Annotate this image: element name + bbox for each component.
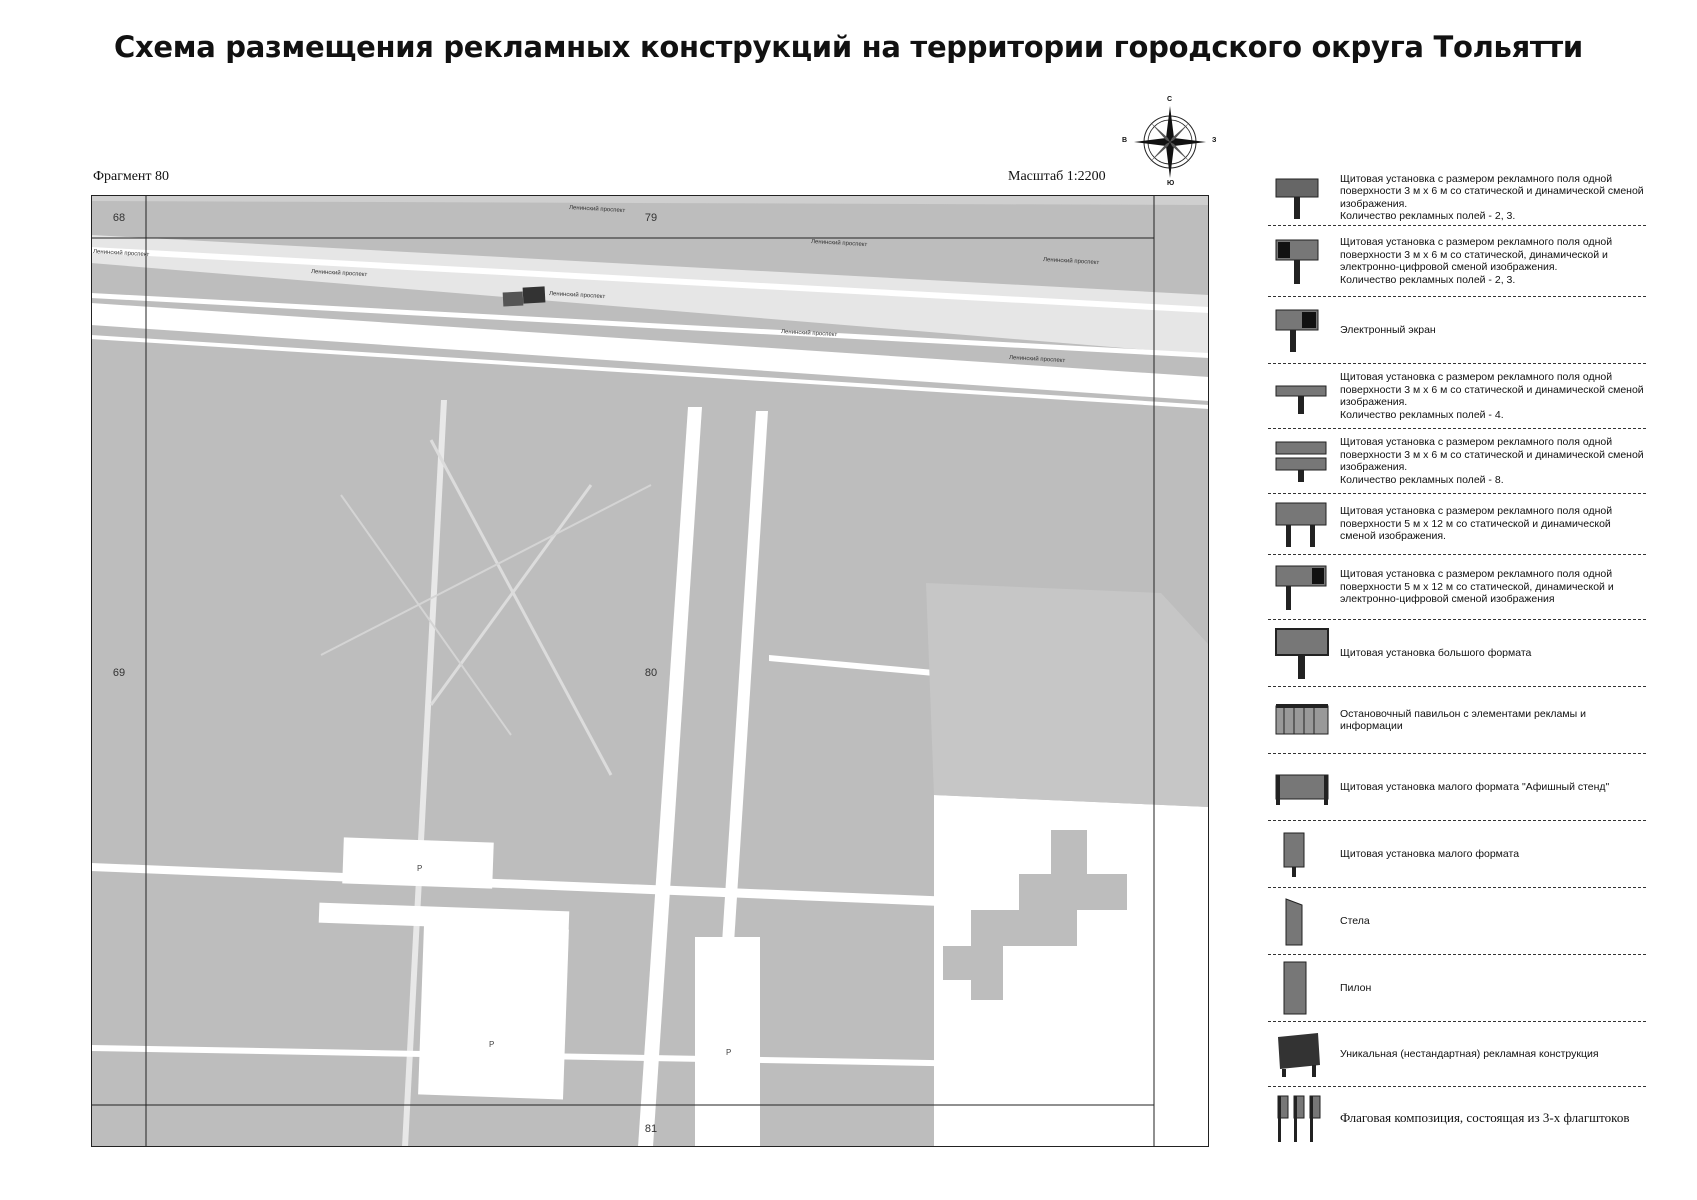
street-label: Ленинский проспект [93,248,150,258]
street-label: Ленинский проспект [781,328,838,338]
legend-text: Щитовая установка с размером рекламного … [1340,236,1613,286]
legend-text: Щитовая установка с размером рекламного … [1340,568,1614,606]
legend-item: Щитовая установка с размером рекламного … [1268,429,1646,494]
legend-text: Щитовая установка с размером рекламного … [1340,436,1644,486]
sheet-number-68: 68 [113,212,125,224]
street-label: Ленинский проспект [1043,256,1100,266]
legend-text: Щитовая установка с размером рекламного … [1340,371,1644,421]
legend-item: Щитовая установка с размером рекламного … [1268,226,1646,297]
legend-item: Щитовая установка малого формата [1268,821,1646,888]
billboard-3x6-static-dynamic-icon [1268,170,1330,225]
legend-item: Электронный экран [1268,297,1646,364]
legend-item: Щитовая установка малого формата "Афишны… [1268,754,1646,821]
legend-text: Щитовая установка малого формата "Афишны… [1340,780,1610,793]
stele-icon [1268,888,1330,954]
legend-item: Щитовая установка с размером рекламного … [1268,364,1646,429]
legend-text: Щитовая установка большого формата [1340,646,1532,659]
poster-stand-icon [1268,754,1330,820]
sheet-number-80: 80 [645,667,657,679]
fragment-label: Фрагмент 80 [93,169,170,184]
unique-structure-icon [1268,1022,1330,1086]
billboard-5x12-static-dynamic-icon [1268,494,1330,554]
legend-item: Щитовая установка с размером рекламного … [1268,555,1646,620]
street-label: Ленинский проспект [569,204,626,214]
compass-south-label: Ю [1167,180,1175,187]
legend-text: Щитовая установка малого формата [1340,847,1520,860]
billboard-3x6-eight-fields-icon [1268,429,1330,493]
legend-item: Уникальная (нестандартная) рекламная кон… [1268,1022,1646,1087]
compass-east-label: З [1212,137,1217,144]
compass-rose-icon: С Ю В З [1122,96,1216,187]
legend-text: Уникальная (нестандартная) рекламная кон… [1340,1047,1599,1060]
legend-text: Остановочный павильон с элементами рекла… [1340,707,1586,733]
bus-stop-pavilion-icon [1268,687,1330,753]
flag-composition-icon [1268,1087,1330,1149]
sheet-number-81: 81 [645,1123,657,1135]
sheet-number-69: 69 [113,667,125,679]
map-title: Схема размещения рекламных конструкций н… [114,30,1583,64]
legend-text: Электронный экран [1340,323,1436,336]
legend: Щитовая установка с размером рекламного … [1268,170,1646,1149]
street-label: Ленинский проспект [811,238,868,248]
small-format-billboard-icon [1268,821,1330,887]
billboard-5x12-electronic-icon [1268,555,1330,619]
legend-item: Щитовая установка с размером рекламного … [1268,494,1646,555]
electronic-screen-icon [1268,297,1330,363]
parking-label: P [489,1040,494,1049]
pylon-icon [1268,955,1330,1021]
street-label: Ленинский проспект [311,268,368,278]
compass-north-label: С [1167,96,1173,103]
legend-item: Щитовая установка большого формата [1268,620,1646,687]
street-label: Ленинский проспект [549,290,606,300]
legend-text: Щитовая установка с размером рекламного … [1340,505,1613,543]
scale-label: Масштаб 1:2200 [1008,169,1106,184]
legend-item: Щитовая установка с размером рекламного … [1268,170,1646,226]
legend-item: Остановочный павильон с элементами рекла… [1268,687,1646,754]
legend-text: Флаговая композиция, состоящая из 3-х фл… [1340,1110,1630,1125]
legend-item: Стела [1268,888,1646,955]
large-format-billboard-icon [1268,620,1330,686]
parking-label: P [417,864,422,873]
legend-item: Пилон [1268,955,1646,1022]
legend-item: Флаговая композиция, состоящая из 3-х фл… [1268,1087,1646,1149]
map-fragment: 68 69 80 79 81 Ленинский проспект Ленинс… [91,195,1209,1147]
parking-label: P [726,1048,731,1057]
billboard-3x6-four-fields-icon [1268,364,1330,428]
compass-west-label: В [1122,137,1128,144]
street-label: Ленинский проспект [1009,354,1066,364]
billboard-3x6-electronic-icon [1268,226,1330,296]
legend-text: Щитовая установка с размером рекламного … [1340,172,1644,223]
sheet-number-79: 79 [645,212,657,224]
legend-text: Стела [1340,914,1370,927]
legend-text: Пилон [1340,981,1372,994]
